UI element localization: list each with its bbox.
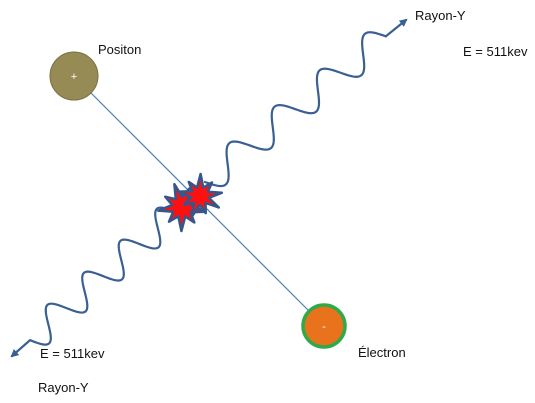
gamma-ray-wave-bottom (10, 206, 178, 358)
gamma-ray-top-label: Rayon-Y (415, 8, 466, 23)
energy-bottom-label: E = 511kev (40, 346, 105, 361)
positron-sign: + (71, 71, 77, 83)
gamma-ray-wave-top (203, 18, 408, 188)
electron-circle (301, 303, 347, 349)
energy-top-label: E = 511kev (463, 44, 528, 59)
electron-particle: - (301, 303, 347, 349)
gamma-ray-bottom-label: Rayon-Y (38, 380, 89, 395)
electron-sign: - (322, 321, 326, 333)
electron-label: Électron (358, 345, 406, 360)
annihilation-burst-secondary-icon (177, 172, 224, 218)
positron-circle (49, 51, 99, 101)
positron-label: Positon (98, 42, 141, 57)
positron-particle: + (49, 51, 99, 101)
